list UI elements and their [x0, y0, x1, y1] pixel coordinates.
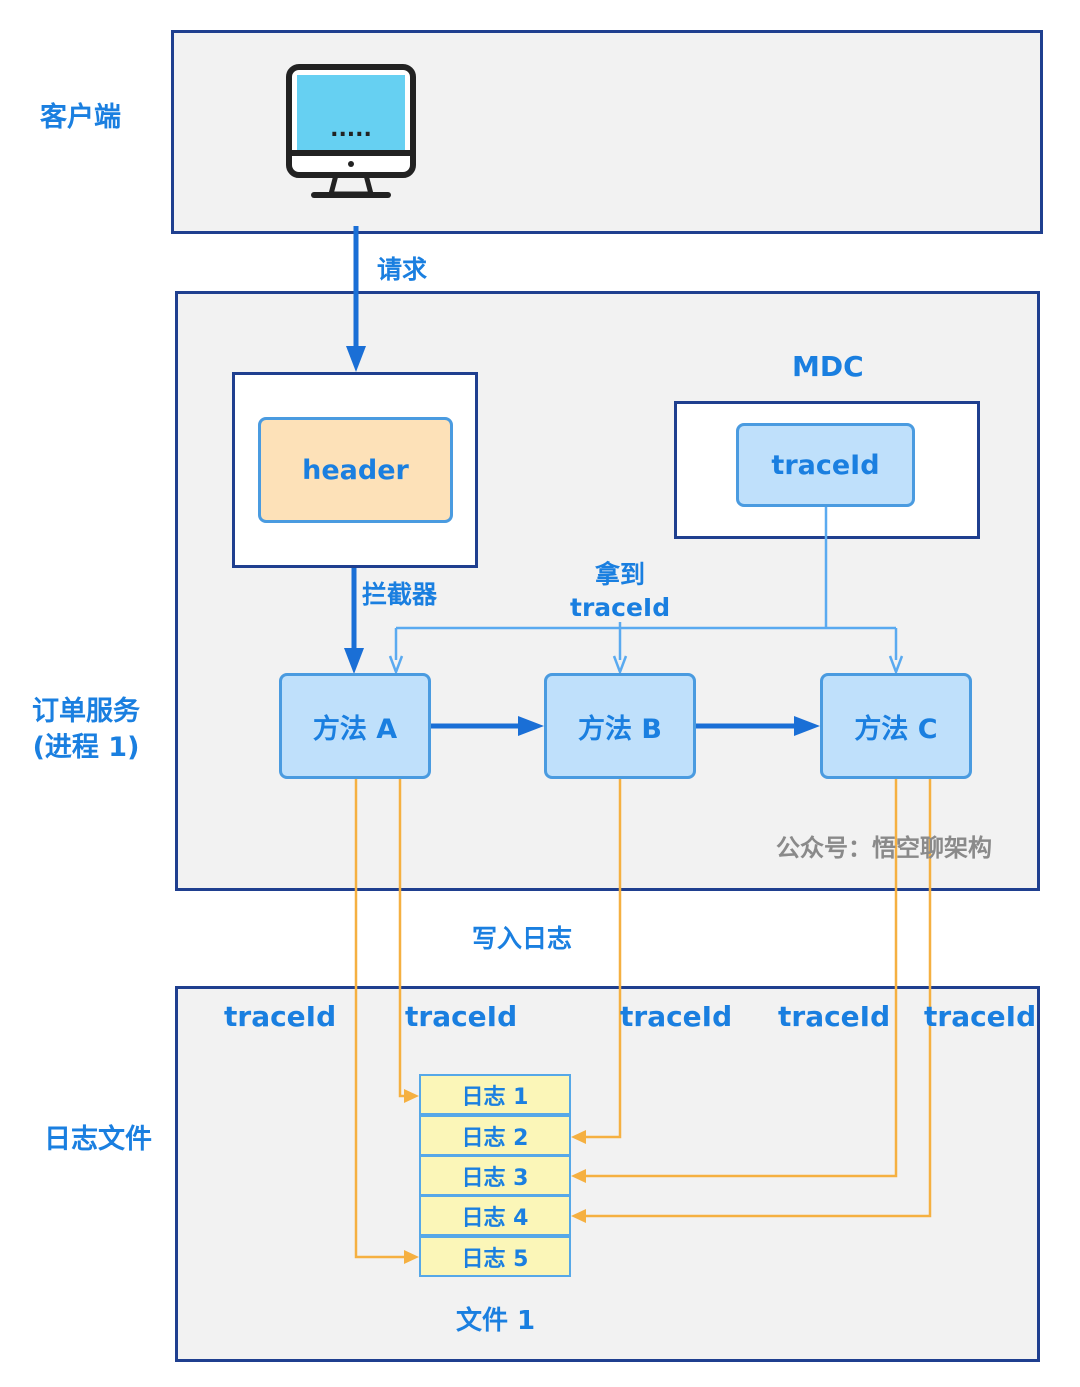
mdc-title: MDC: [792, 350, 864, 383]
a-to-log1-line: [398, 778, 404, 1098]
log5-arrowhead: [404, 1250, 419, 1264]
trace-to-a-arrowhead: [388, 655, 404, 676]
interceptor-arrowhead: [344, 648, 364, 674]
log-entry-5: 日志 5: [419, 1236, 571, 1277]
request-label: 请求: [377, 255, 428, 284]
client-section-label: 客户端: [40, 102, 121, 133]
trace-to-c-arrowhead: [888, 655, 904, 676]
monitor-power-dot: [348, 161, 354, 167]
order-service-process: (进程 1): [32, 732, 140, 763]
trace-to-b-arrowhead: [612, 655, 628, 676]
get-traceid-line2: traceId: [570, 593, 671, 622]
traceid-label-5: traceId: [924, 1000, 1037, 1033]
log-entry-1: 日志 1: [419, 1074, 571, 1115]
monitor-screen: [297, 75, 405, 151]
traceid-label-4: traceId: [778, 1000, 891, 1033]
method-a-box: 方法 A: [279, 673, 431, 779]
log3-arrowhead: [571, 1169, 586, 1183]
log-entry-2: 日志 2: [419, 1115, 571, 1156]
a-to-b-arrowhead: [518, 716, 544, 736]
traceid-label-2: traceId: [405, 1000, 518, 1033]
b-to-c-arrowhead: [794, 716, 820, 736]
mdc-traceid-box: traceId: [736, 423, 915, 507]
get-traceid-line1: 拿到: [594, 560, 645, 589]
write-log-label: 写入日志: [472, 924, 573, 953]
log4-arrowhead: [571, 1209, 586, 1223]
computer-monitor-icon: .....: [286, 64, 416, 198]
request-arrowhead: [346, 346, 366, 372]
a-to-log5-line: [354, 778, 404, 1259]
order-service-title: 订单服务: [32, 696, 140, 727]
log-entry-4: 日志 4: [419, 1195, 571, 1236]
c-to-log4-line: [586, 778, 932, 1218]
method-b-box: 方法 B: [544, 673, 696, 779]
log2-arrowhead: [571, 1130, 586, 1144]
file-label: 文件 1: [456, 1306, 536, 1336]
interceptor-label: 拦截器: [362, 580, 438, 609]
log-write-lines: [354, 778, 932, 1259]
get-traceid-label: 拿到 traceId: [570, 558, 670, 624]
watermark: 公众号：悟空聊架构: [776, 834, 992, 862]
monitor-screen-text: .....: [330, 117, 372, 142]
order-service-section-label: 订单服务 (进程 1): [26, 694, 146, 766]
log-file-section-label: 日志文件: [44, 1124, 152, 1155]
c-to-log3-line: [586, 778, 898, 1178]
log1-arrowhead: [404, 1089, 419, 1103]
method-c-box: 方法 C: [820, 673, 972, 779]
b-to-log2-line: [586, 778, 622, 1139]
traceid-label-3: traceId: [620, 1000, 733, 1033]
log-entry-3: 日志 3: [419, 1155, 571, 1196]
header-box: header: [258, 417, 453, 523]
trace-distribution-lines: [394, 507, 898, 660]
traceid-label-1: traceId: [224, 1000, 337, 1033]
